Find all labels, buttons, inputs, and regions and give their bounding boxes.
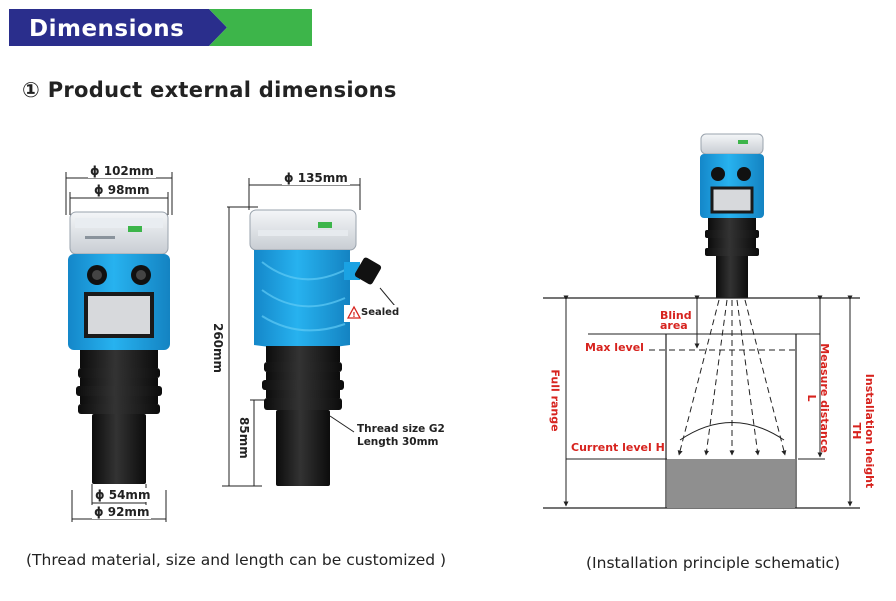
installation-schematic (543, 133, 860, 509)
max-level-label: Max level (585, 341, 646, 354)
section-banner: Dimensions (9, 9, 312, 46)
left-caption: (Thread material, size and length can be… (26, 551, 447, 569)
right-caption: (Installation principle schematic) (586, 554, 841, 572)
side-height-label: 260mm (211, 322, 225, 374)
section-title: ① Product external dimensions (22, 78, 397, 102)
sealed-label: Sealed (361, 307, 400, 318)
current-level-label: Current level H (571, 441, 665, 454)
measure-distance-label: Measure distance L (805, 343, 831, 453)
full-range-label: Full range (548, 369, 562, 432)
side-view-sensor: ! (222, 178, 406, 487)
front-inner-width-label: ϕ 98mm (92, 183, 152, 197)
thread-size-label: Thread size G2 (357, 423, 445, 435)
svg-text:!: ! (352, 311, 355, 319)
banner-title: Dimensions (29, 16, 185, 42)
front-bottom-inner-label: ϕ 54mm (94, 488, 152, 502)
front-outer-width-label: ϕ 102mm (88, 164, 156, 178)
side-width-label: ϕ 135mm (282, 171, 350, 185)
thread-length-label: Length 30mm (357, 436, 439, 448)
banner-shape (9, 9, 312, 46)
installation-height-label: Installation height TH (850, 373, 876, 489)
front-view-sensor (65, 172, 173, 522)
front-bottom-outer-label: ϕ 92mm (92, 505, 152, 519)
blind-area-label: Blind area (660, 309, 692, 332)
side-thread-height-label: 85mm (237, 417, 251, 459)
